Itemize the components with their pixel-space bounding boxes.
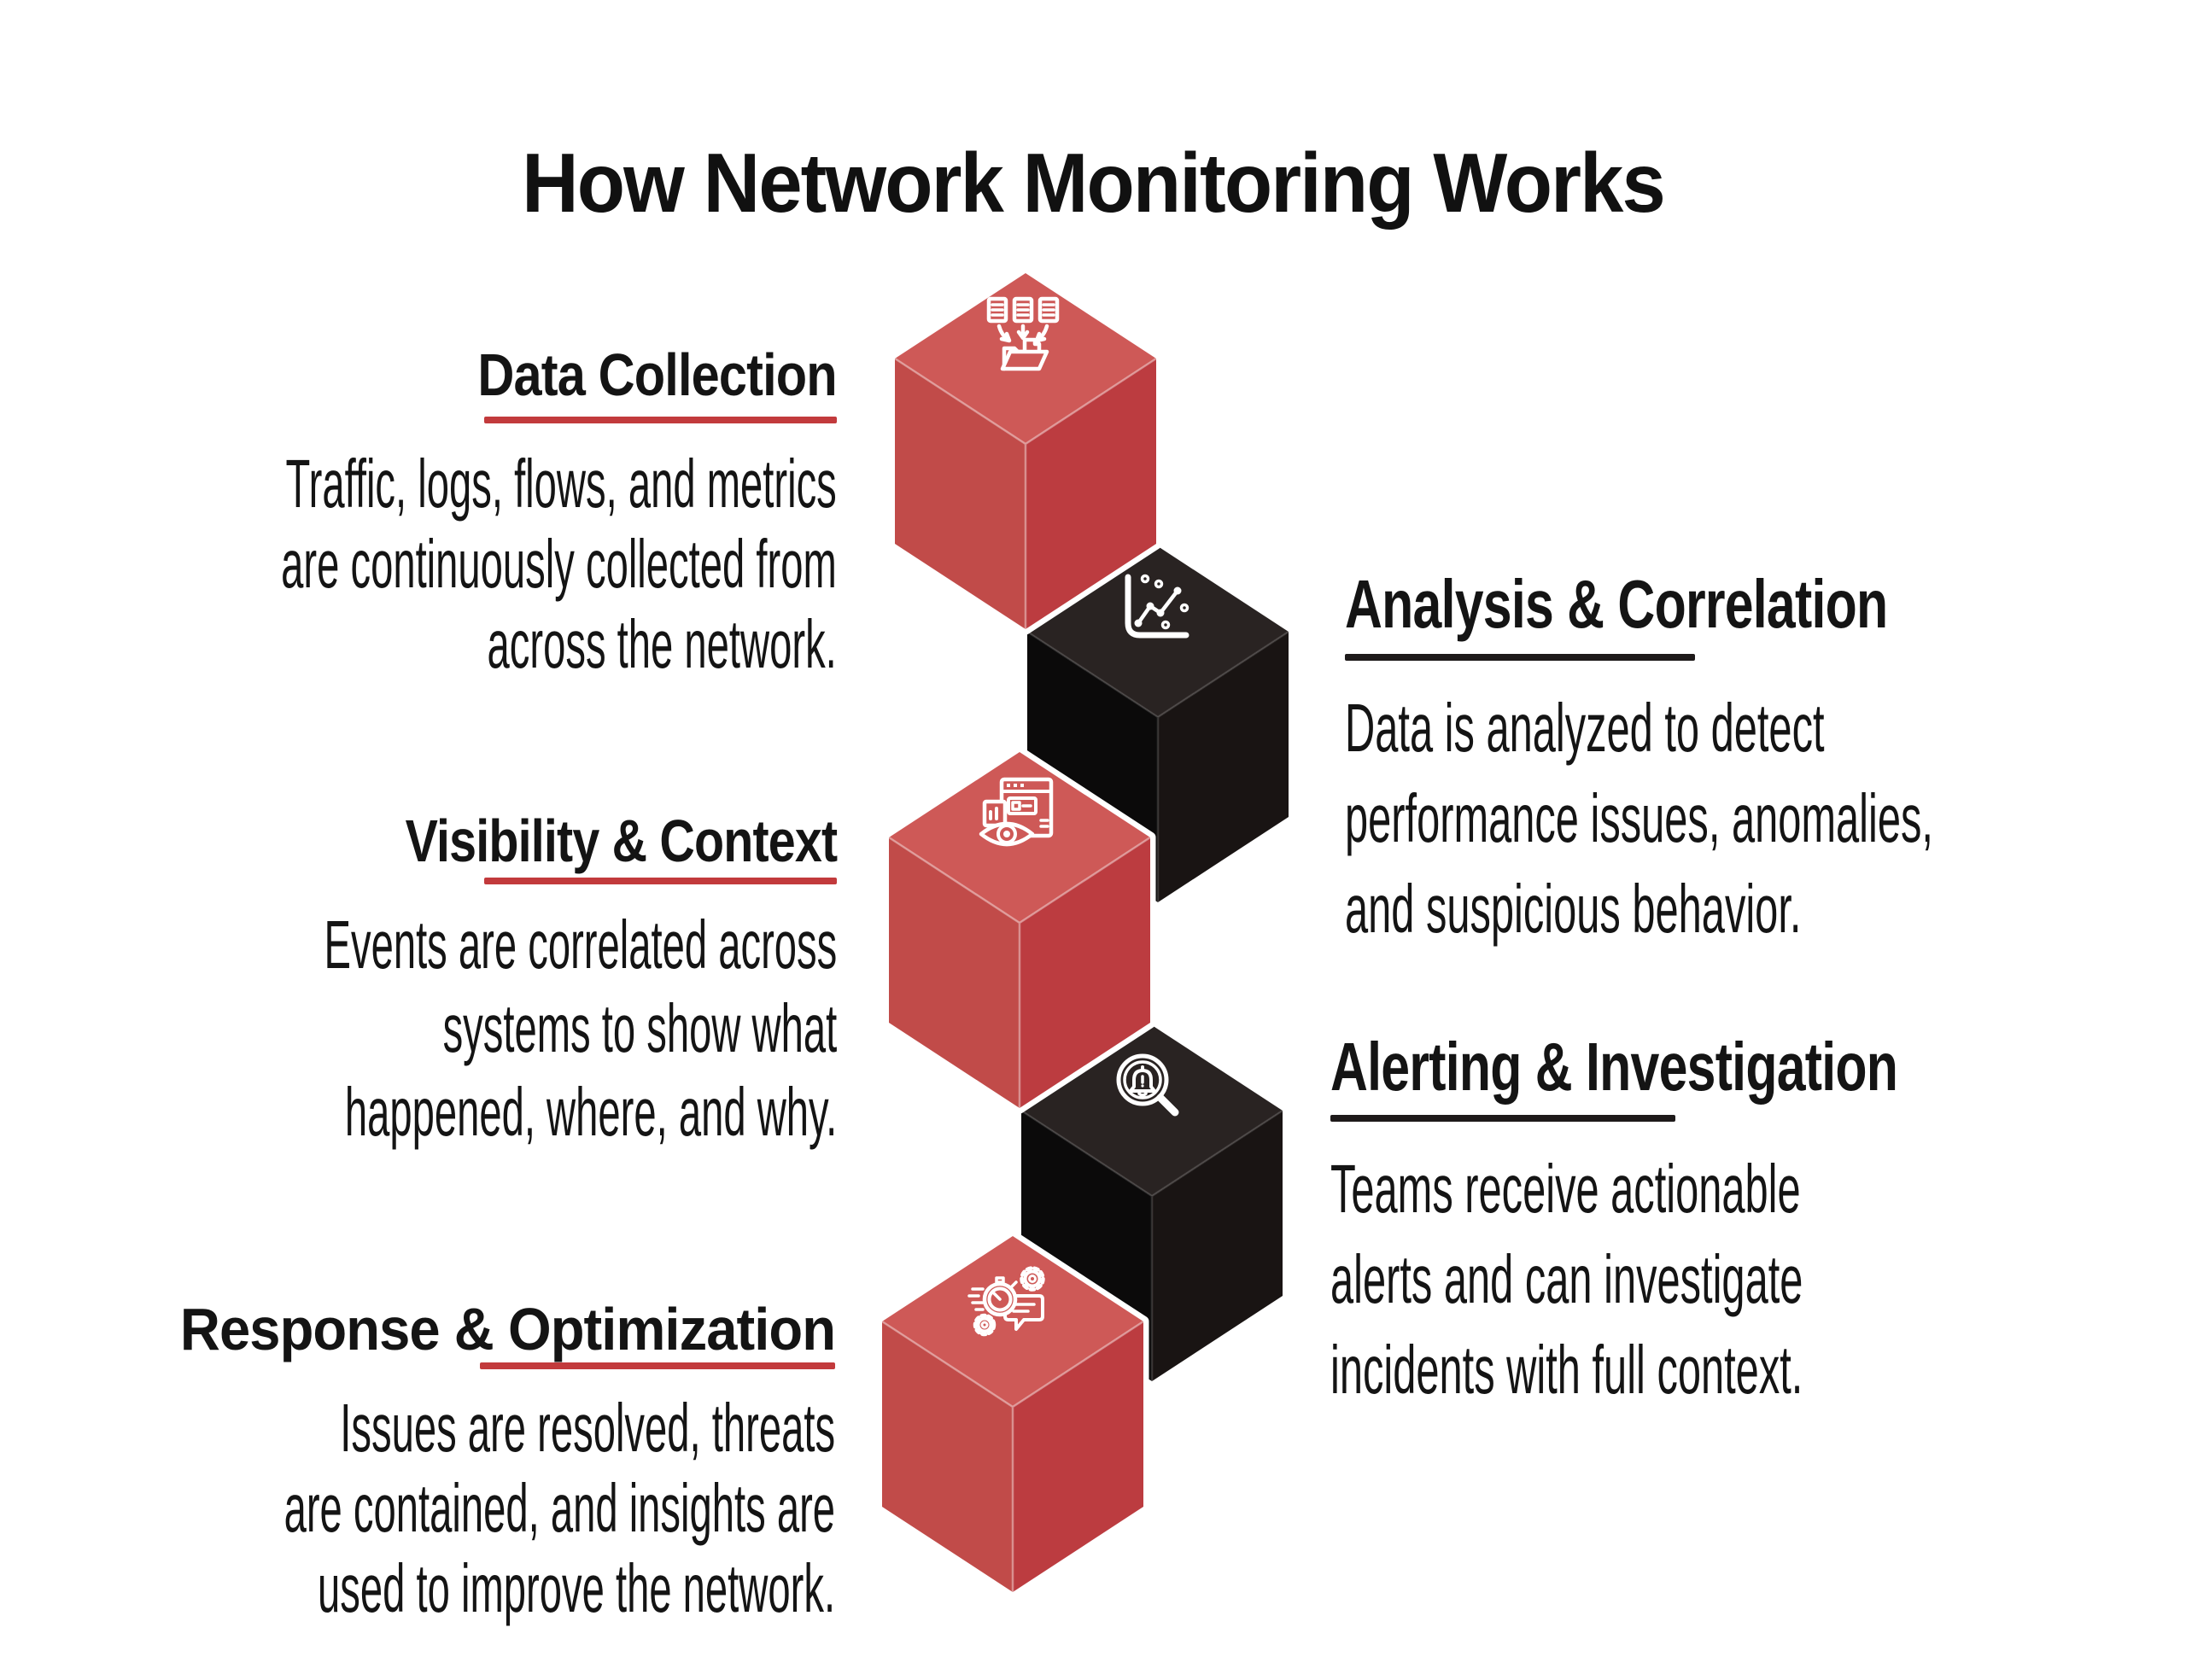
step-description: Events are correlated across systems to …: [324, 907, 837, 1150]
heading-underline: [1330, 1115, 1675, 1122]
step-heading: Alerting & Investigation: [1330, 1029, 1898, 1105]
scatter-line-chart-icon: [1125, 574, 1189, 639]
step-description: Data is analyzed to detect performance i…: [1345, 690, 1933, 947]
cube-left-face: [882, 1321, 1013, 1592]
step-data-collection: Data Collection Traffic, logs, flows, an…: [0, 345, 837, 685]
step-description: Teams receive actionable alerts and can …: [1330, 1151, 1803, 1408]
heading-underline: [484, 878, 837, 884]
step-description: Traffic, logs, flows, and metrics are co…: [281, 446, 837, 682]
step-analysis-correlation: Analysis & Correlation Data is analyzed …: [1345, 570, 2186, 954]
step-visibility-context: Visibility & Context Events are correlat…: [0, 808, 838, 1154]
step-heading: Data Collection: [477, 341, 838, 408]
step-heading: Response & Optimization: [179, 1296, 836, 1362]
heading-underline: [484, 417, 837, 423]
cube-right-face: [1020, 837, 1150, 1108]
stopwatch-gears-chat-icon: [967, 1266, 1045, 1337]
magnifier-alert-bell-icon: [1116, 1053, 1179, 1117]
cube-right-face: [1013, 1321, 1143, 1592]
browser-eye-monitoring-icon: [979, 777, 1054, 847]
page-title: How Network Monitoring Works: [522, 136, 1666, 230]
step-heading: Analysis & Correlation: [1345, 566, 1888, 642]
step-description: Issues are resolved, threats are contain…: [283, 1390, 835, 1626]
cube-right-face: [1158, 632, 1289, 902]
step-alerting-investigation: Alerting & Investigation Teams receive a…: [1330, 1033, 2105, 1415]
heading-underline: [1345, 654, 1695, 661]
cube-visibility: [883, 746, 1156, 1114]
cube-data-collection: [889, 267, 1162, 635]
heading-underline: [480, 1362, 835, 1369]
documents-into-folder-icon: [986, 296, 1060, 371]
step-heading: Visibility & Context: [405, 808, 837, 874]
cube-left-face: [895, 359, 1026, 629]
cube-right-face: [1152, 1111, 1283, 1381]
cube-left-face: [889, 837, 1020, 1108]
step-response-optimization: Response & Optimization Issues are resol…: [0, 1296, 836, 1629]
cube-response: [876, 1230, 1149, 1598]
cube-right-face: [1026, 359, 1156, 629]
